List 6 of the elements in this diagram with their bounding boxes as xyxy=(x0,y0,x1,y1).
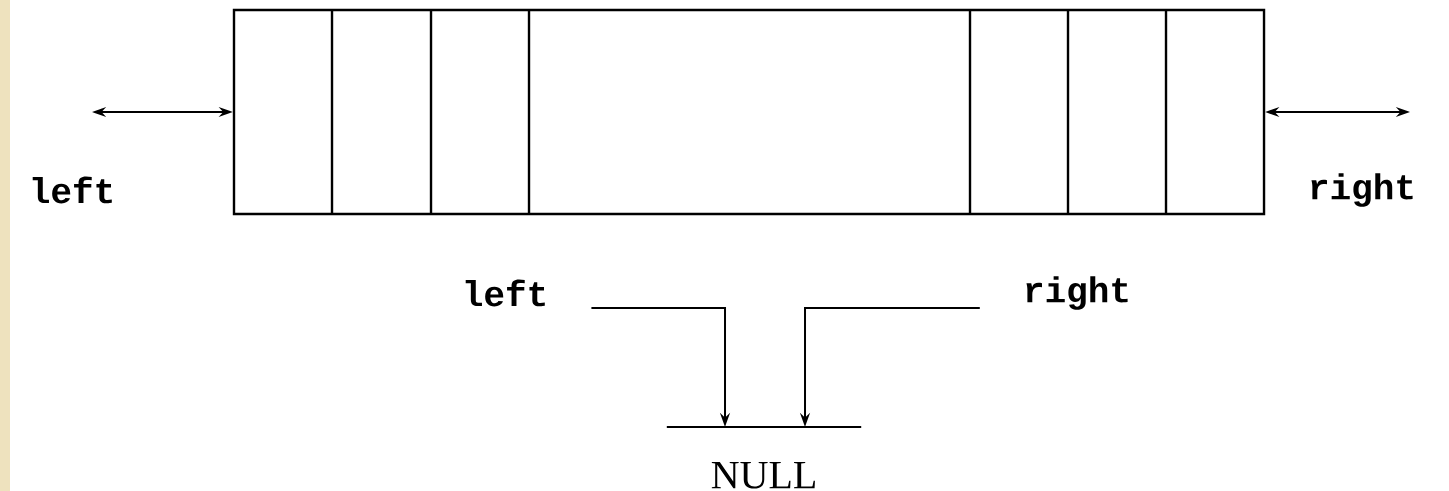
pointer-label: right xyxy=(1311,173,1413,207)
pointer-label: left xyxy=(32,176,112,204)
null-bar: NULL xyxy=(665,426,863,489)
pointer-label: left xyxy=(465,279,545,307)
pointer-label: right xyxy=(1026,276,1128,310)
array-box xyxy=(232,8,1266,216)
